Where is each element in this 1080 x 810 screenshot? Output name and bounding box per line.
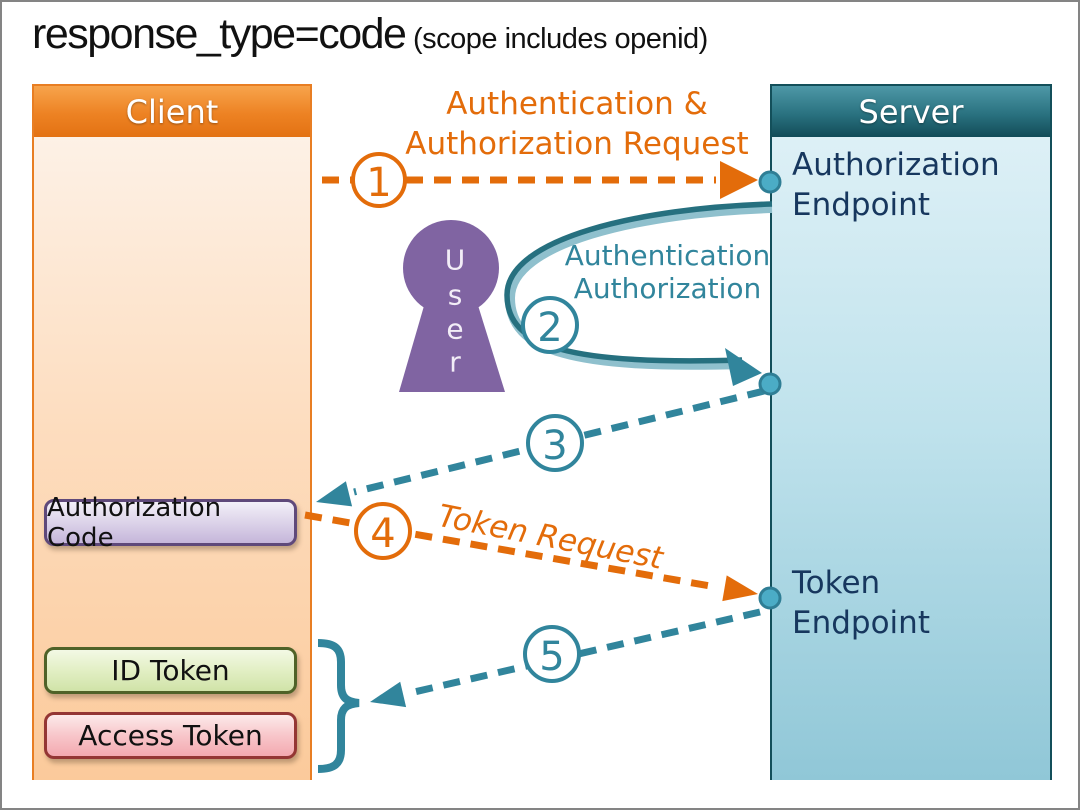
arrow-4-head [722, 575, 758, 602]
access-token-box: Access Token [44, 712, 297, 759]
step-1-circle [351, 152, 407, 208]
tokens-brace [317, 639, 360, 773]
authentication-label: Authentication [564, 239, 771, 272]
user-icon: U s e r [399, 220, 505, 392]
step-5-number: 5 [539, 634, 564, 680]
title-main: response_type=code [32, 10, 407, 58]
step-4-number: 4 [370, 511, 395, 557]
step-3-number: 3 [542, 423, 567, 469]
server-body [772, 137, 1050, 780]
user-letter-e: e [446, 313, 463, 346]
arrow-1-head [720, 161, 758, 199]
step-2-badge: 2 [521, 296, 579, 354]
id-token-box: ID Token [44, 647, 297, 694]
step-1-number: 1 [366, 160, 391, 206]
title-sub: (scope includes openid) [405, 23, 708, 55]
arrow-5-head [370, 681, 407, 708]
auth-request-label: Authentication & Authorization Request [387, 84, 767, 164]
token-endpoint-label: Token Endpoint [792, 565, 930, 641]
step-4-badge: 4 [354, 502, 412, 560]
step-5-badge: 5 [523, 625, 581, 683]
arrow-2-curve-highlight [504, 203, 773, 370]
step-3-circle [526, 414, 584, 472]
auth-request-line2: Authorization Request [405, 126, 749, 162]
arrow-3-head [316, 481, 353, 507]
client-header: Client [34, 86, 310, 137]
server-header: Server [772, 86, 1050, 137]
user-letter-s: s [448, 279, 463, 312]
authn-authz-label: Authentication Authorization [555, 239, 780, 305]
arrow-2-curve [504, 201, 773, 364]
step-5-circle [523, 625, 581, 683]
auth-request-line1: Authentication & [446, 86, 708, 122]
arrow-5-token-response [409, 608, 761, 697]
step-3-badge: 3 [526, 414, 584, 472]
step-2-circle [521, 296, 579, 354]
authorization-endpoint-label: Authorization Endpoint [792, 147, 1000, 223]
authorization-label: Authorization [573, 272, 762, 305]
token-endpoint-dot [758, 586, 782, 610]
user-letter-r: r [449, 346, 461, 379]
step-2-number: 2 [537, 305, 562, 351]
user-head-shape [403, 220, 499, 316]
step-1-badge: 1 [351, 152, 407, 208]
page-title: response_type=code (scope includes openi… [32, 10, 708, 59]
auth-endpoint-dot [758, 170, 782, 194]
arrow-2-head [725, 348, 762, 386]
user-letter-u: U [445, 244, 466, 277]
server-box: Server [770, 84, 1052, 780]
step-4-circle [354, 502, 412, 560]
auth-endpoint-return-dot [758, 372, 782, 396]
user-body-shape [399, 299, 505, 392]
